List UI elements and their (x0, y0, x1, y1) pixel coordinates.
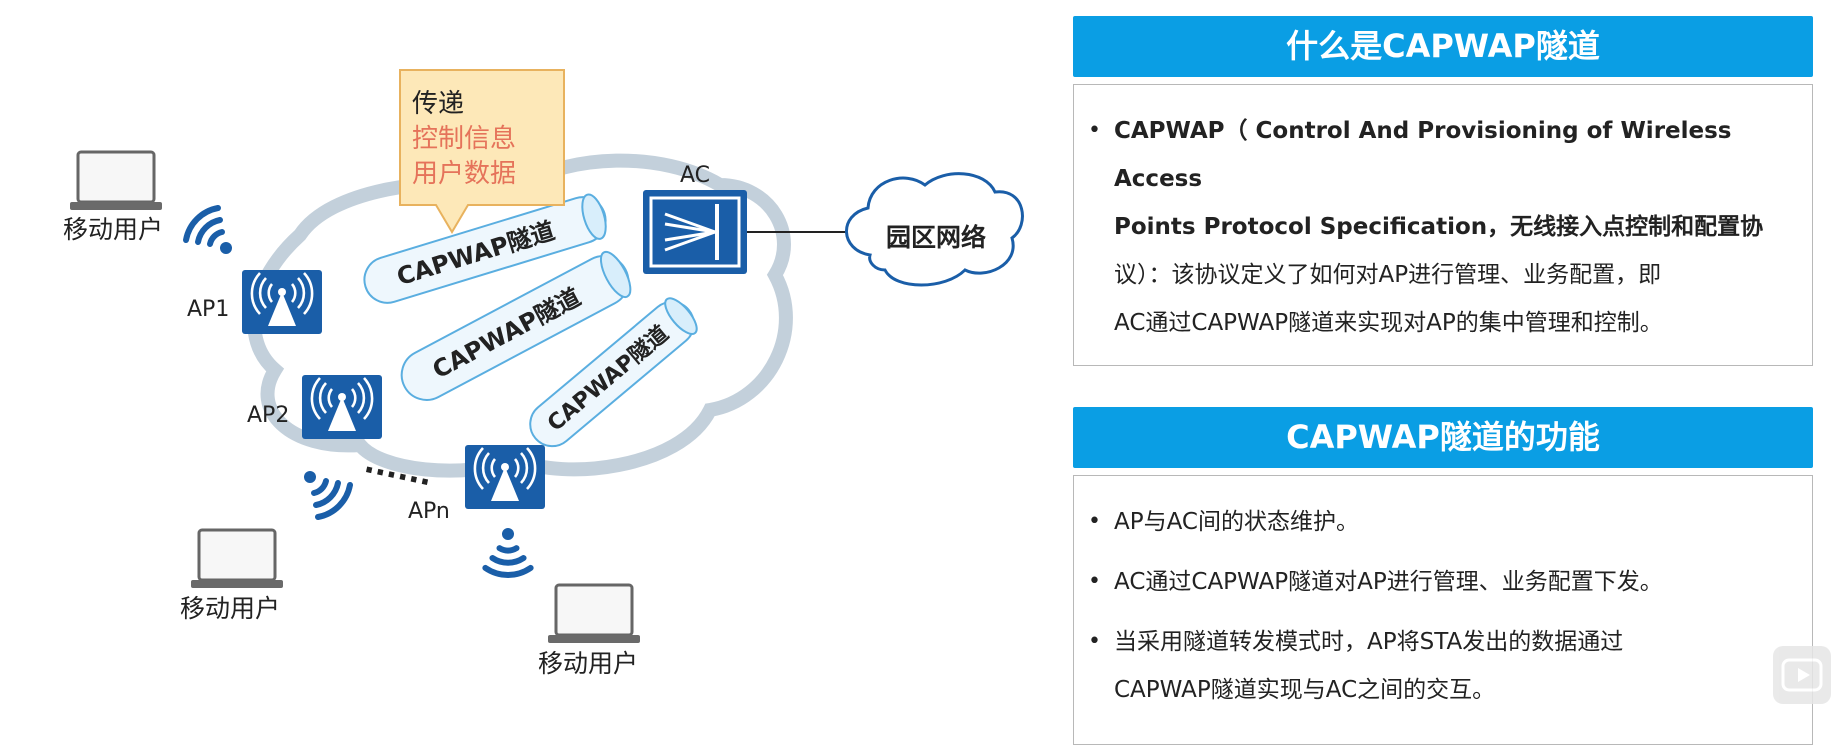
ap1-label: AP1 (187, 297, 229, 322)
callout-line1: 传递 (412, 89, 464, 119)
function-item-3-line-2: CAPWAP隧道实现与AC之间的交互。 (1114, 677, 1496, 703)
definition-line-4: AC通过CAPWAP隧道来实现对AP的集中管理和控制。 (1114, 310, 1663, 336)
ap2-label: AP2 (247, 403, 289, 428)
apn-icon (463, 443, 547, 511)
function-item-3: 当采用隧道转发模式时，AP将STA发出的数据通过 CAPWAP隧道实现与AC之间… (1074, 618, 1792, 714)
ac-controller-icon (643, 190, 747, 274)
callout-line3: 用户数据 (412, 159, 516, 189)
function-item-1-text: AP与AC间的状态维护。 (1114, 509, 1359, 535)
capwap-definition: CAPWAP（ Control And Provisioning of Wire… (1074, 107, 1792, 347)
ac-label: AC (680, 163, 710, 188)
capwap-function-header: CAPWAP隧道的功能 (1073, 407, 1813, 468)
wifi-signal-icon-3 (475, 526, 540, 591)
tunnel-label-3: CAPWAP隧道 (542, 321, 673, 437)
capwap-diagram: CAPWAP隧道 CAPWAP隧道 CAPWAP隧道 传递 控制信息 用户数据 … (63, 69, 1024, 678)
ellipsis-dots: ...... (361, 445, 435, 493)
campus-network-cloud: 园区网络 (845, 172, 1024, 287)
ap2-icon (300, 373, 384, 441)
mobile-user-1-label: 移动用户 (63, 215, 163, 244)
laptop-icon-2 (189, 528, 285, 590)
mobile-user-3-label: 移动用户 (538, 649, 638, 678)
apn-label: APn (408, 499, 450, 524)
campus-network-label: 园区网络 (886, 223, 986, 252)
callout-box: 传递 控制信息 用户数据 (399, 69, 565, 234)
what-is-capwap-header: 什么是CAPWAP隧道 (1073, 16, 1813, 77)
definition-line-3: 议）：该协议定义了如何对AP进行管理、业务配置，即 (1114, 262, 1662, 288)
function-item-2: AC通过CAPWAP隧道对AP进行管理、业务配置下发。 (1074, 558, 1792, 606)
wifi-signal-icon-1 (186, 208, 232, 254)
function-item-2-text: AC通过CAPWAP隧道对AP进行管理、业务配置下发。 (1114, 569, 1663, 595)
callout-line2: 控制信息 (412, 124, 516, 154)
laptop-icon-1 (68, 150, 164, 212)
mobile-user-2-label: 移动用户 (180, 594, 280, 623)
capwap-tunnel-2: CAPWAP隧道 (400, 250, 632, 401)
laptop-icon-3 (546, 583, 642, 645)
ap1-icon (240, 268, 324, 336)
video-play-icon[interactable] (1773, 646, 1831, 704)
function-item-1: AP与AC间的状态维护。 (1074, 498, 1792, 546)
wifi-signal-icon-2 (304, 471, 350, 517)
what-is-capwap-box: CAPWAP（ Control And Provisioning of Wire… (1073, 84, 1813, 366)
definition-line-1: CAPWAP（ Control And Provisioning of Wire… (1114, 118, 1732, 192)
definition-line-2: Points Protocol Specification，无线接入点控制和配置… (1114, 214, 1764, 240)
capwap-function-box: AP与AC间的状态维护。 AC通过CAPWAP隧道对AP进行管理、业务配置下发。… (1073, 475, 1813, 745)
function-item-3-line-1: 当采用隧道转发模式时，AP将STA发出的数据通过 (1114, 629, 1624, 655)
